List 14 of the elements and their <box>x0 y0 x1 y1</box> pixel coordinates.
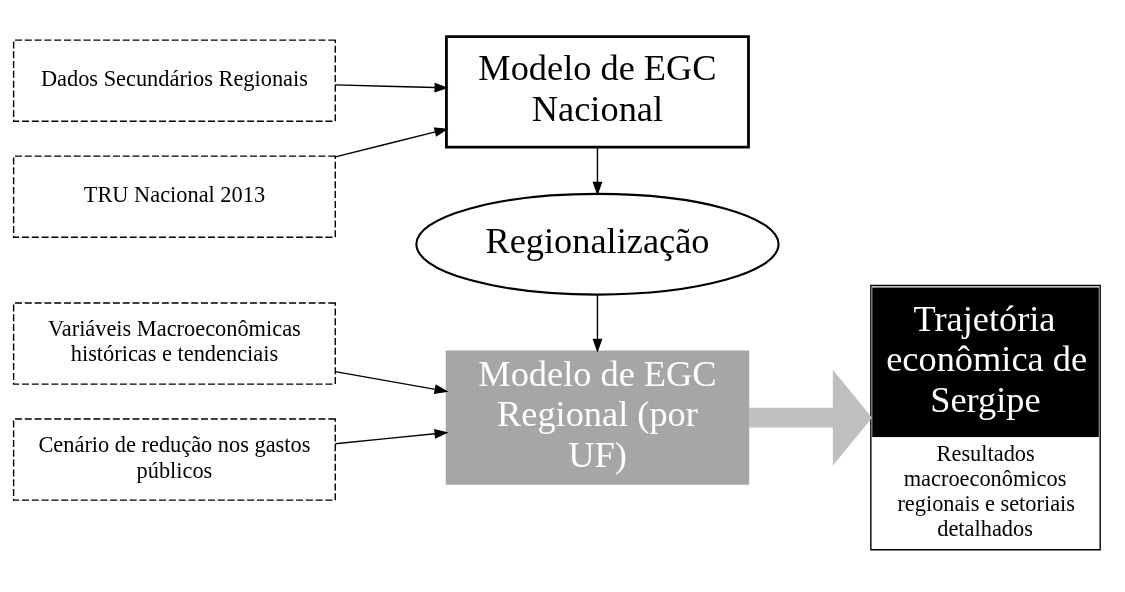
arrow <box>334 370 449 395</box>
arrow <box>592 294 603 353</box>
node-box: Modelo de EGC Nacional <box>445 35 750 149</box>
node-box: Cenário de redução nos gastos públicos <box>12 418 336 501</box>
node-box: TRU Nacional 2013 <box>12 155 336 238</box>
node-box: Variáveis Macroeconômicas históricas e tendenciais <box>12 302 336 385</box>
node-box: Modelo de EGC Regional (por UF) <box>445 350 750 485</box>
node-box: Dados Secundários Regionais <box>12 39 336 122</box>
arrow <box>334 428 449 445</box>
arrow <box>334 82 449 93</box>
node-ellipse: Regionalização <box>415 192 780 296</box>
arrow <box>748 369 873 466</box>
arrow <box>592 146 603 196</box>
arrow <box>334 127 449 158</box>
